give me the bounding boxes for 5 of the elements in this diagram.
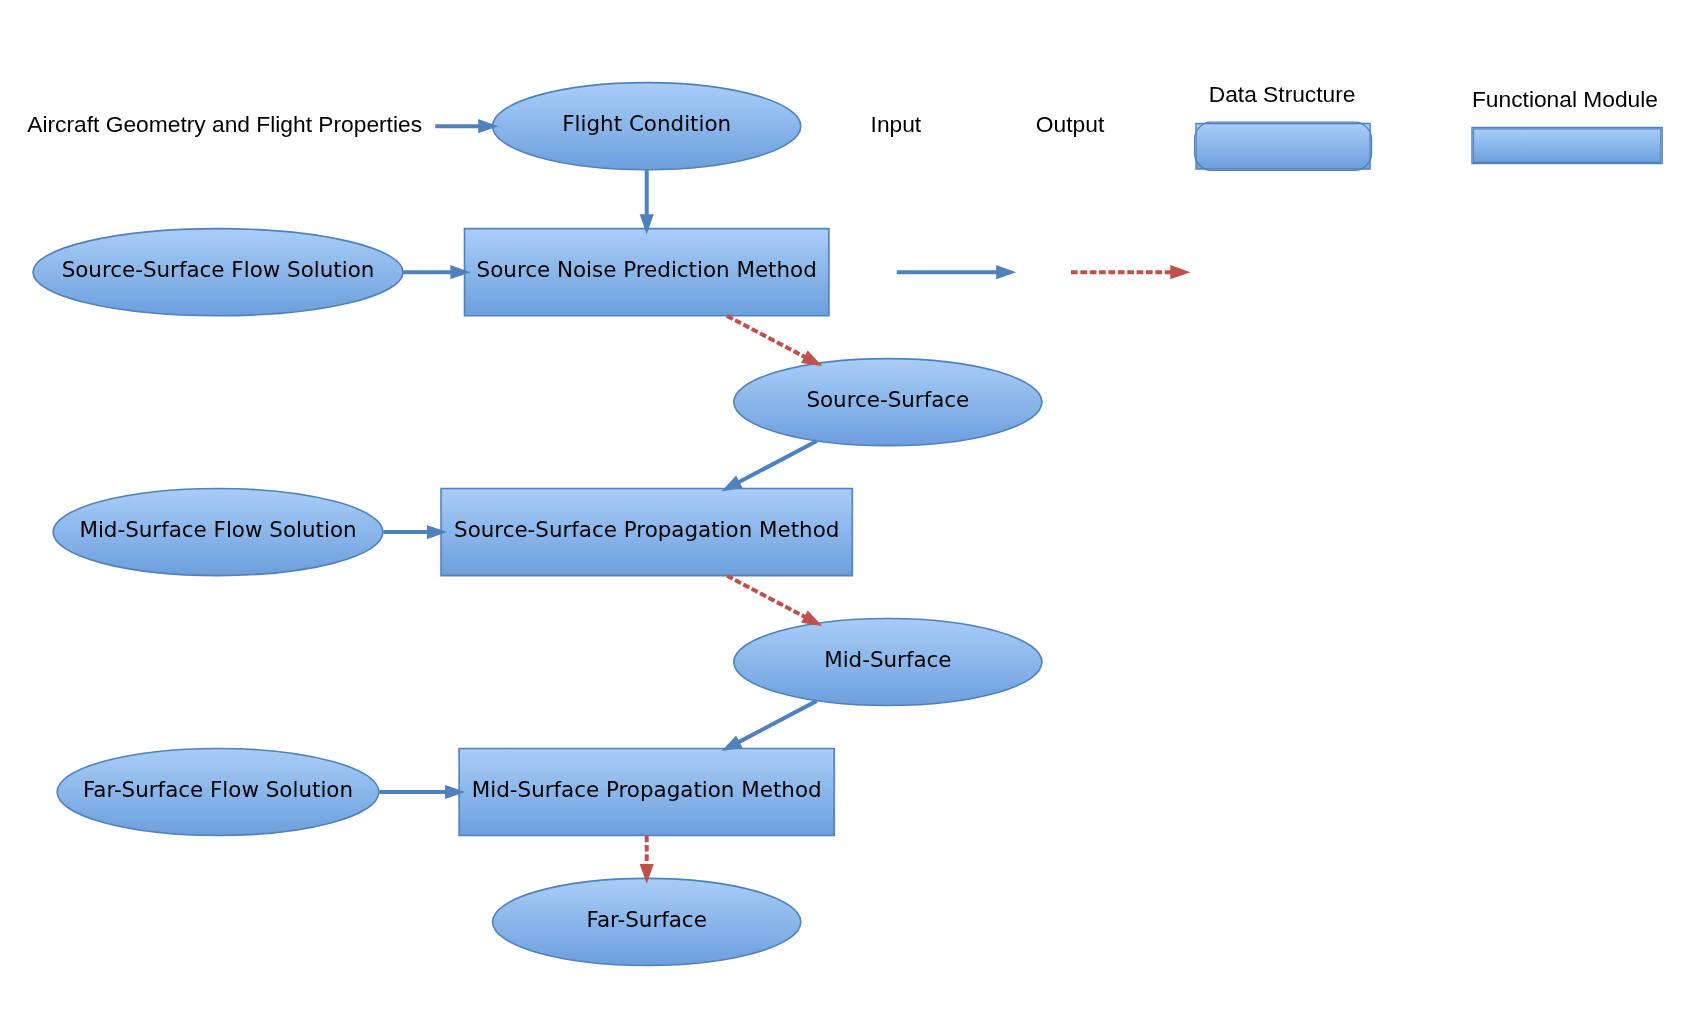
legend-label: Functional Module (1471, 85, 1658, 112)
legend-label: Data Structure (1208, 79, 1355, 106)
legend-label: Output (1035, 110, 1104, 137)
node-text: Aircraft Geometry and Flight Properties (26, 110, 422, 137)
legend-label: Input (870, 110, 921, 137)
